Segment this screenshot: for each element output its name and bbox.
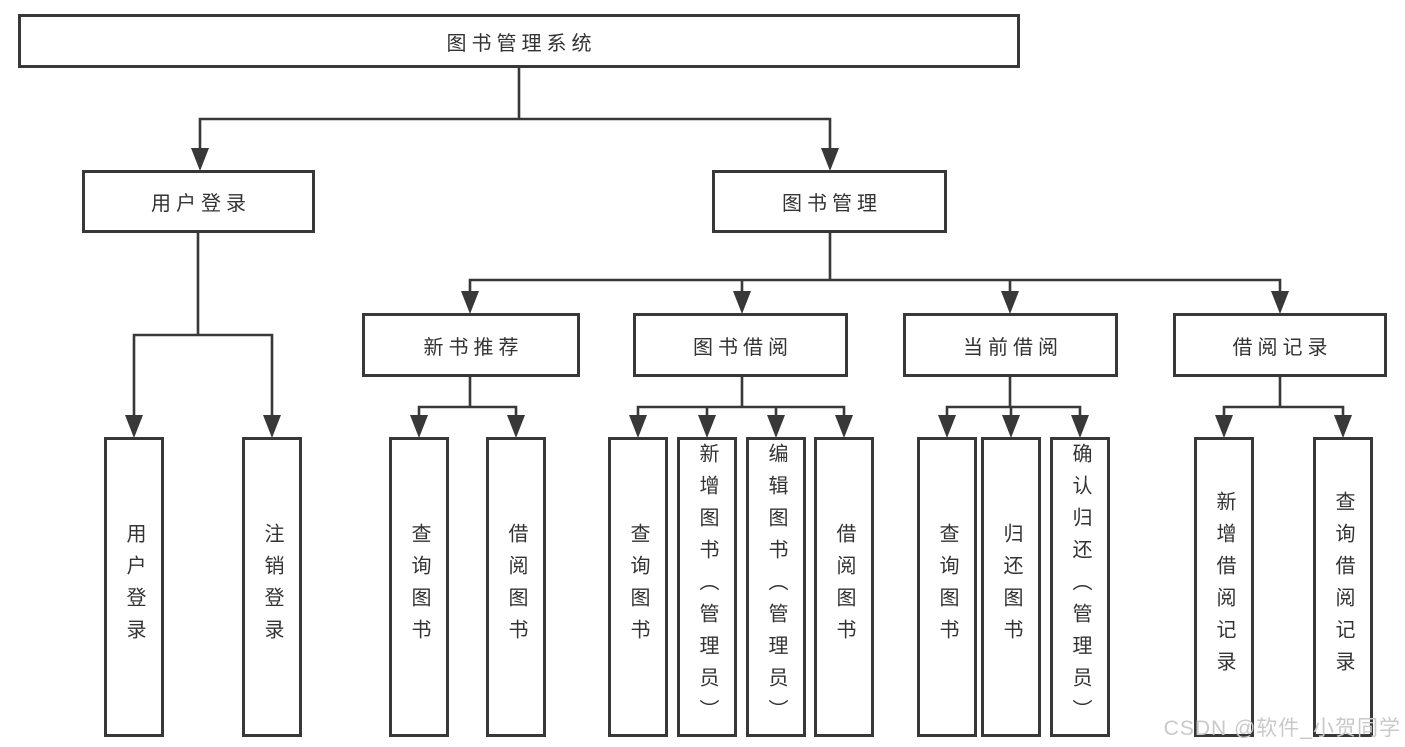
node-br-add-record: 新增借阅记录 [1194,437,1254,737]
node-bb-query-books-label: 查询图书 [627,523,649,651]
node-cb-query-books-label: 查询图书 [936,523,958,651]
arrowhead-icon [629,415,647,438]
arrowhead-icon [1271,291,1289,314]
arrowhead-icon [733,291,751,314]
node-bb-edit-book: 编辑图书（管理员） [746,437,806,737]
node-new-book-recommendation: 新书推荐 [362,313,580,377]
node-bb-add-book-label: 新增图书（管理员） [696,443,718,731]
node-cb-return-books-label: 归还图书 [1000,523,1022,651]
arrowhead-icon [767,415,785,438]
arrowhead-icon [263,415,281,438]
node-user-login: 用户登录 [82,170,315,233]
node-current-borrowing: 当前借阅 [903,313,1118,377]
node-borrow-records: 借阅记录 [1173,313,1387,377]
node-book-management: 图书管理 [712,170,947,233]
node-bb-edit-book-label: 编辑图书（管理员） [765,443,787,731]
node-br-query-record-label: 查询借阅记录 [1332,491,1354,683]
node-cb-query-books: 查询图书 [917,437,977,737]
arrowhead-icon [938,415,956,438]
node-br-query-record: 查询借阅记录 [1313,437,1373,737]
watermark: CSDN @软件_小贺同学 [1163,717,1401,740]
node-bb-add-book: 新增图书（管理员） [677,437,737,737]
arrowhead-icon [461,291,479,314]
node-login-label: 用户登录 [123,523,145,651]
arrowhead-icon [191,148,209,171]
node-nbr-borrow-books-label: 借阅图书 [505,523,527,651]
node-cb-confirm-return-label: 确认归还（管理员） [1069,443,1091,731]
node-bb-borrow-books-label: 借阅图书 [833,523,855,651]
arrowhead-icon [698,415,716,438]
node-nbr-query-books-label: 查询图书 [408,523,430,651]
node-bb-query-books: 查询图书 [608,437,668,737]
node-br-add-record-label: 新增借阅记录 [1213,491,1235,683]
arrowhead-icon [410,415,428,438]
arrowhead-icon [507,415,525,438]
arrowhead-icon [1215,415,1233,438]
node-login: 用户登录 [104,437,164,737]
node-bb-borrow-books: 借阅图书 [814,437,874,737]
arrowhead-icon [821,148,839,171]
node-logout-label: 注销登录 [261,523,283,651]
arrowhead-icon [1001,291,1019,314]
node-cb-confirm-return: 确认归还（管理员） [1050,437,1110,737]
arrowhead-icon [125,415,143,438]
node-root: 图书管理系统 [18,14,1020,68]
arrowhead-icon [1002,415,1020,438]
node-logout: 注销登录 [242,437,302,737]
node-cb-return-books: 归还图书 [981,437,1041,737]
arrowhead-icon [1334,415,1352,438]
node-nbr-query-books: 查询图书 [389,437,449,737]
node-nbr-borrow-books: 借阅图书 [486,437,546,737]
node-book-borrowing: 图书借阅 [633,313,848,377]
arrowhead-icon [835,415,853,438]
arrowhead-icon [1071,415,1089,438]
